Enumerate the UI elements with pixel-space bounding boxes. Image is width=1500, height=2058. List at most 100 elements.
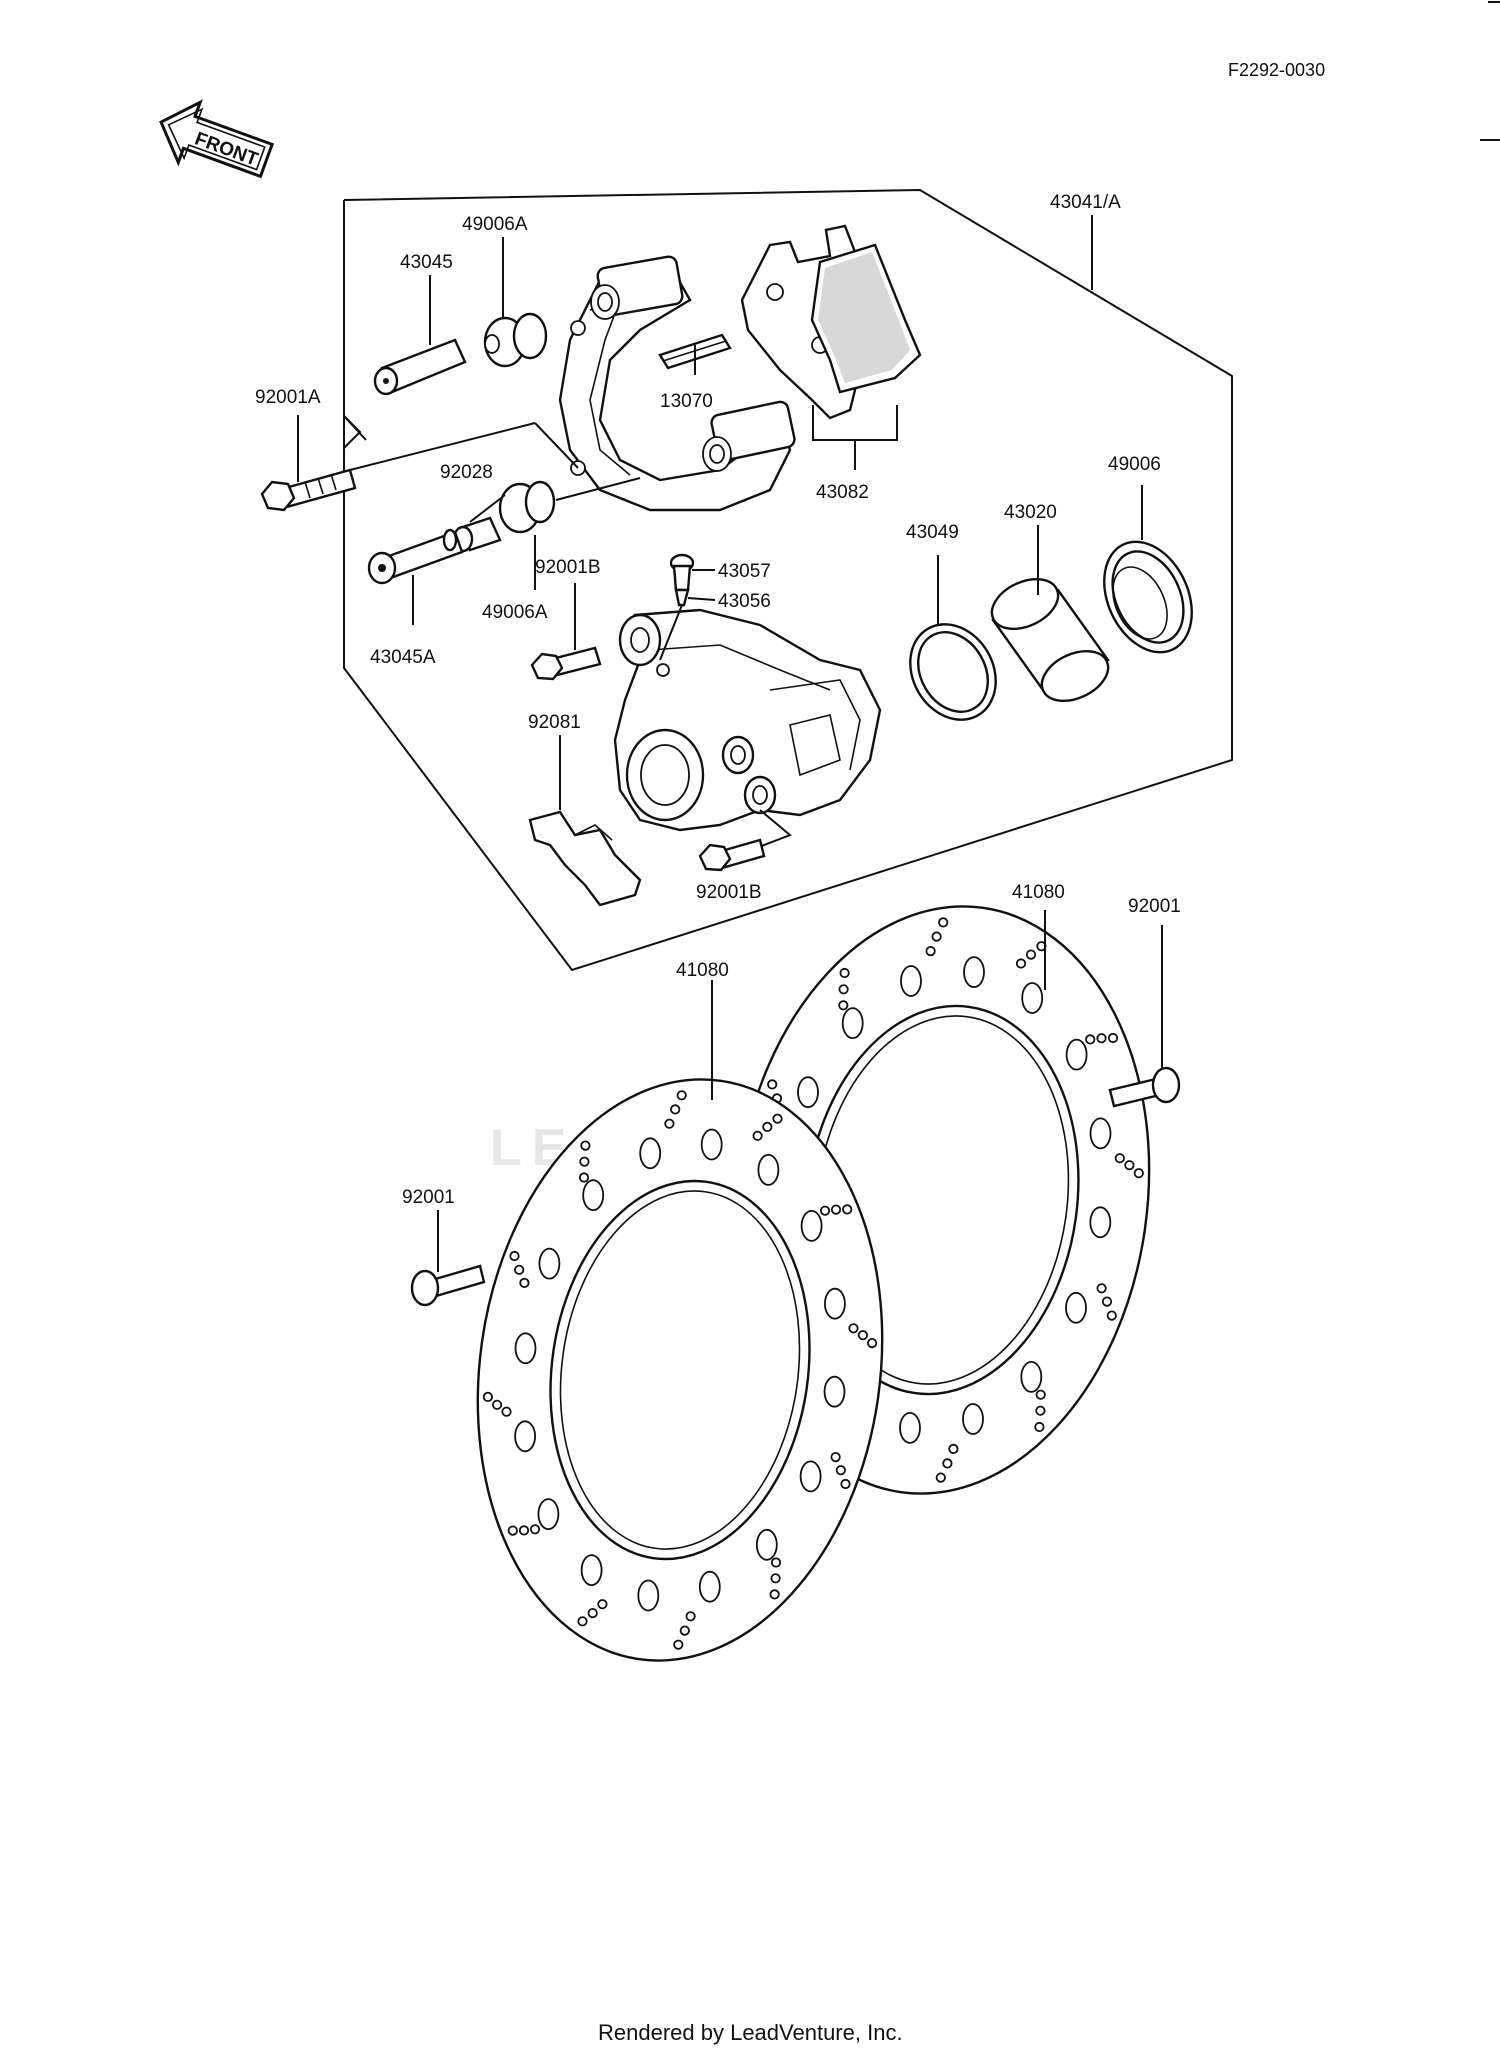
disc-slot (797, 1076, 819, 1109)
disc-vent-hole (830, 1204, 842, 1215)
callout-92081: 92081 (528, 712, 581, 733)
disc-vent-hole (664, 1118, 675, 1129)
leader (659, 604, 683, 661)
disc-vent-hole (931, 931, 942, 942)
leader (687, 597, 716, 601)
disc-vent-hole (1025, 949, 1037, 960)
bolt-92001-left (410, 1264, 486, 1307)
disc-slot (1089, 1117, 1112, 1150)
disc-vent-hole (935, 1472, 946, 1483)
disc-slot (841, 1007, 864, 1039)
callout-92001b-bottom: 92001B (696, 882, 762, 903)
boot-49006a-top (483, 312, 548, 368)
disc-vent-hole (839, 967, 850, 979)
disc-vent-hole (491, 1399, 503, 1410)
disc-vent-hole (1124, 1160, 1135, 1171)
diagram-code: F2292-0030 (1228, 60, 1325, 80)
boot-49006a-bottom (498, 480, 556, 534)
callout-43041a: 43041/A (1050, 192, 1121, 213)
disc-slot (514, 1420, 536, 1453)
disc-vent-hole (1096, 1283, 1107, 1294)
callout-41080-left: 41080 (676, 960, 729, 981)
disc-slot (538, 1247, 561, 1280)
disc-vent-hole (1085, 1034, 1096, 1045)
disc-slot (962, 1403, 984, 1435)
disc-vent-hole (509, 1250, 520, 1262)
disc-slot (514, 1332, 537, 1365)
disc-vent-hole (770, 1573, 781, 1584)
disc-vent-hole (676, 1090, 687, 1101)
bolt-92001b-bottom (698, 838, 766, 872)
callout-92001b-top: 92001B (535, 557, 601, 578)
disc-vent-hole (579, 1156, 590, 1167)
disc-vent-hole (1015, 958, 1027, 969)
brake-pad-front (810, 243, 922, 394)
bolt-92001-right (1108, 1066, 1181, 1108)
bolt-92001a (260, 468, 357, 512)
disc-vent-hole (769, 1589, 780, 1600)
disc-vent-hole (770, 1557, 782, 1568)
disc-vent-hole (1096, 1033, 1107, 1044)
disc-vent-hole (507, 1525, 518, 1536)
disc-vent-hole (1101, 1296, 1113, 1307)
disc-vent-hole (925, 945, 936, 957)
disc-vent-hole (948, 1443, 959, 1455)
pin-43045a (367, 528, 464, 585)
disc-vent-hole (752, 1130, 763, 1141)
callout-43057: 43057 (718, 561, 771, 582)
disc-vent-hole (1034, 1421, 1045, 1433)
disc-vent-hole (1107, 1032, 1119, 1044)
callout-43045a: 43045A (370, 647, 436, 668)
disc-vent-hole (1106, 1310, 1117, 1321)
disc-vent-hole (597, 1599, 608, 1610)
callout-13070: 13070 (660, 391, 713, 412)
leader (534, 422, 579, 469)
disc-slot (1065, 1291, 1087, 1324)
disc-vent-hole (762, 1121, 773, 1133)
caliper-body (613, 608, 882, 832)
assembly-outline-notch (343, 415, 362, 449)
pin-43045 (373, 338, 467, 396)
disc-slot (755, 1528, 778, 1561)
disc-vent-hole (848, 1323, 859, 1334)
disc-vent-hole (857, 1330, 869, 1341)
callout-43045: 43045 (400, 252, 453, 273)
disc-vent-hole (580, 1140, 591, 1151)
disc-slot (1089, 1206, 1112, 1239)
disc-slot (799, 1460, 822, 1493)
callout-92001a: 92001A (255, 387, 321, 408)
callout-43082: 43082 (816, 482, 869, 503)
callout-41080-right: 41080 (1012, 882, 1065, 903)
disc-vent-hole (518, 1525, 530, 1536)
callout-49006: 49006 (1108, 454, 1161, 475)
callout-43020: 43020 (1004, 502, 1057, 523)
disc-vent-hole (679, 1625, 690, 1636)
disc-vent-hole (772, 1113, 783, 1124)
spring-92081 (528, 810, 642, 907)
disc-slot (824, 1287, 846, 1320)
callout-92028: 92028 (440, 462, 493, 483)
front-arrow-icon: FRONT (159, 99, 275, 179)
disc-slot (900, 965, 922, 997)
disc-slot (698, 1570, 721, 1603)
leader (349, 422, 536, 471)
callout-43056: 43056 (718, 591, 771, 612)
disc-vent-hole (1114, 1153, 1125, 1164)
disc-vent-hole (942, 1458, 953, 1469)
disc-vent-hole (673, 1639, 684, 1650)
disc-vent-hole (587, 1608, 598, 1619)
disc-slot (700, 1128, 723, 1161)
disc-vent-hole (1035, 1389, 1046, 1400)
callout-49006a-bottom: 49006A (482, 602, 548, 623)
disc-vent-hole (838, 1000, 849, 1011)
disc-vent-hole (1035, 1405, 1046, 1416)
disc-vent-hole (529, 1524, 541, 1535)
disc-vent-hole (501, 1406, 512, 1417)
disc-vent-hole (670, 1104, 681, 1115)
disc-slot (757, 1154, 780, 1186)
disc-vent-hole (842, 1204, 853, 1215)
disc-vent-hole (938, 917, 949, 928)
disc-slot (800, 1210, 823, 1242)
disc-vent-hole (866, 1338, 878, 1349)
